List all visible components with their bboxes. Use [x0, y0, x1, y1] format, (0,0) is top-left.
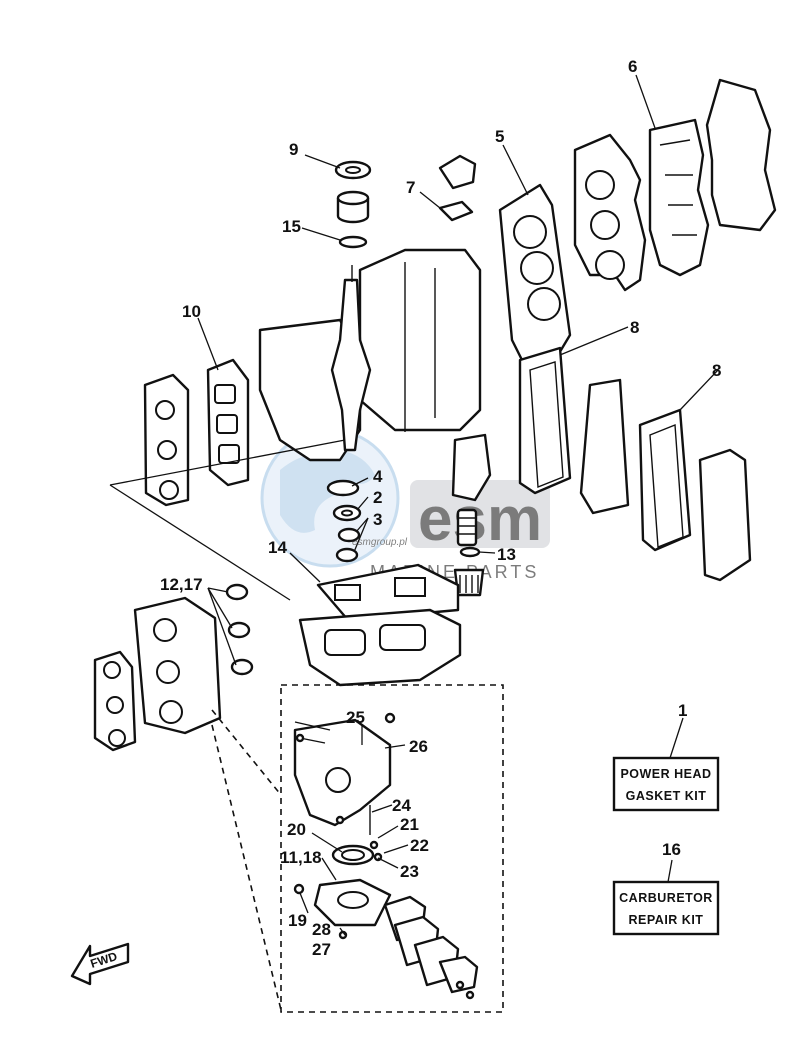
- cylinder-head-cover-gasket-6: [648, 118, 710, 277]
- o-ring-15: [338, 235, 368, 249]
- thermostat: [456, 508, 478, 547]
- callout-28: 28: [312, 920, 331, 939]
- cylinder-head-gasket-5: [498, 183, 572, 367]
- o-ring-4: [326, 479, 360, 497]
- reed-plate: [143, 373, 190, 507]
- callout-13: 13: [497, 545, 516, 564]
- callout-9: 9: [289, 140, 298, 159]
- callout-22: 22: [410, 836, 429, 855]
- cylinder-block: [258, 248, 482, 462]
- carb-gasket-12b: [227, 621, 251, 639]
- callout-10: 10: [182, 302, 201, 321]
- carb-gasket-12c: [230, 658, 254, 676]
- callout-27: 27: [312, 940, 331, 959]
- callout-4: 4: [373, 467, 383, 486]
- exhaust-gasket-8a: [518, 346, 572, 495]
- exhaust-outer-cover: [698, 448, 752, 582]
- detail-leader-b: [211, 724, 282, 1011]
- callout-1: 1: [678, 701, 687, 720]
- exhaust-inner-plate: [579, 378, 630, 515]
- callout-16: 16: [662, 840, 681, 859]
- callout-15: 15: [282, 217, 301, 236]
- carburetor-body: [293, 718, 392, 827]
- reference-line-right: [109, 439, 346, 486]
- carb-small-parts: [293, 712, 475, 1000]
- power-head-kit-line2: GASKET KIT: [626, 789, 707, 803]
- callout-3: 3: [373, 510, 382, 529]
- callout-6: 6: [628, 57, 637, 76]
- leader-16: [667, 859, 673, 883]
- leader-1: [669, 717, 684, 759]
- base-gasket-14: [316, 563, 460, 622]
- fwd-arrow-icon: FWD: [70, 942, 130, 986]
- bushing-sleeve: [336, 190, 370, 224]
- intake-gasket-10: [206, 358, 250, 487]
- lower-casing: [298, 608, 462, 687]
- callout-25: 25: [346, 708, 365, 727]
- carb-gasket-plate: [313, 878, 392, 927]
- carb-kit-line2: REPAIR KIT: [629, 913, 704, 927]
- watermark-brand: esm: [418, 485, 542, 554]
- callout-23: 23: [400, 862, 419, 881]
- thermostat-gasket-7: [438, 200, 474, 222]
- power-head-kit-line1: POWER HEAD: [620, 767, 711, 781]
- exhaust-gasket-8b: [638, 408, 692, 552]
- callout-14: 14: [268, 538, 287, 557]
- thermostat-cover: [438, 154, 477, 190]
- callout-20: 20: [287, 820, 306, 839]
- callout-11-18: 11,18: [280, 848, 322, 867]
- power-head-gasket-kit-box: POWER HEAD GASKET KIT: [612, 756, 720, 812]
- carburetor-repair-kit-box: CARBURETOR REPAIR KIT: [612, 880, 720, 936]
- callout-26: 26: [409, 737, 428, 756]
- callout-2: 2: [373, 488, 382, 507]
- carb-kit-line1: CARBURETOR: [619, 891, 713, 905]
- callout-8b: 8: [712, 361, 721, 380]
- watermark: esm MARINE PARTS esmgroup.pl: [260, 428, 550, 582]
- callout-24: 24: [392, 796, 411, 815]
- intake-manifold: [133, 596, 222, 735]
- callout-numbers: 1 2 3 4 5 6 7 8 8 9 10 11,18 12,17 13 14…: [160, 57, 721, 959]
- carb-gasket-12a: [225, 583, 249, 601]
- callout-8a: 8: [630, 318, 639, 337]
- float-bowl: [331, 844, 375, 866]
- callout-12-17: 12,17: [160, 575, 203, 594]
- callout-5: 5: [495, 127, 504, 146]
- callout-19: 19: [288, 911, 307, 930]
- intake-flange-gasket: [93, 650, 137, 752]
- reed-gaskets: [383, 895, 479, 994]
- watermark-badge: [410, 480, 550, 548]
- filter-cup: [453, 568, 485, 597]
- leader-lines: [197, 74, 719, 936]
- reference-line-left: [109, 484, 291, 601]
- cylinder-head-gasket-a: [573, 133, 647, 292]
- o-ring-13: [459, 546, 481, 558]
- bearing-9: [334, 160, 372, 180]
- callout-21: 21: [400, 815, 419, 834]
- carburetor-detail-box: [280, 684, 504, 1013]
- watermark-url: esmgroup.pl: [352, 537, 408, 548]
- cylinder-head-cover: [705, 78, 777, 232]
- oil-seal-2: [332, 504, 362, 522]
- oil-seal-3: [335, 527, 361, 563]
- thermostat-housing: [451, 433, 492, 502]
- callout-7: 7: [406, 178, 415, 197]
- detail-leader-a: [211, 709, 282, 796]
